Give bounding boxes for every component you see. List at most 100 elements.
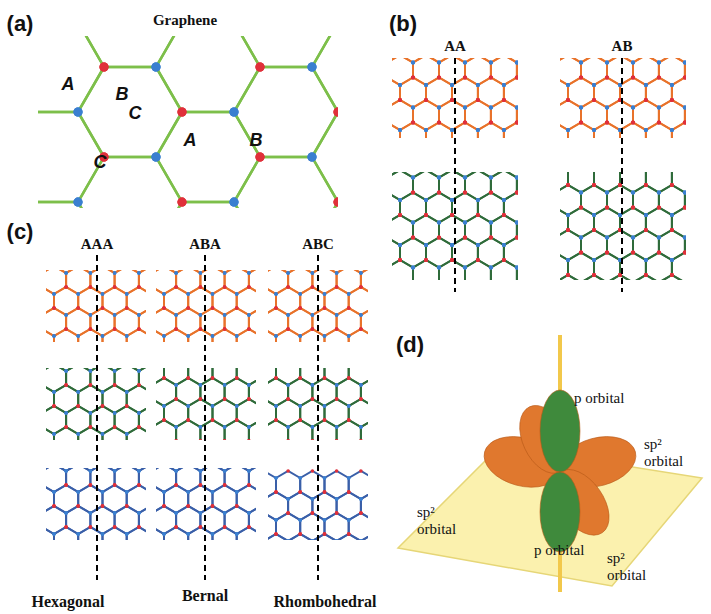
atom-dot — [683, 206, 686, 210]
atom-dot — [286, 511, 290, 515]
hexagon — [249, 506, 256, 534]
atom-dot — [347, 476, 351, 480]
atom-dot — [52, 504, 56, 508]
atom-dot — [101, 390, 105, 394]
atom-dot — [489, 106, 493, 110]
atom-dot — [162, 334, 166, 338]
atom-dot — [235, 418, 239, 422]
atom-dot — [489, 61, 493, 65]
atom-dot — [211, 376, 215, 380]
atom-dot — [274, 518, 278, 522]
hexagon — [188, 527, 212, 540]
atom-dot — [298, 376, 302, 380]
hexagon — [115, 270, 139, 294]
atom-dot — [113, 411, 117, 415]
atom-dot — [223, 483, 227, 487]
atom-dot — [323, 404, 327, 408]
atom-dot — [311, 327, 315, 331]
atom-dot — [125, 504, 129, 508]
atom-dot — [670, 83, 674, 87]
atom-dot — [76, 432, 80, 436]
atom-dot — [286, 497, 290, 501]
atom-dot — [274, 476, 278, 480]
atom-dot — [411, 236, 415, 240]
hexagon — [560, 275, 581, 280]
atom-dot — [74, 198, 83, 207]
atom-dot — [424, 98, 428, 102]
atom-dot — [186, 532, 190, 536]
atom-dot — [247, 483, 251, 487]
atom-dot — [335, 497, 339, 501]
atom-dot — [359, 497, 363, 501]
atom-dot — [515, 106, 518, 110]
atom-dot — [230, 198, 239, 207]
atom-dot — [235, 292, 239, 296]
atom-dot — [592, 128, 596, 132]
hexagon — [517, 260, 518, 280]
hexagon — [607, 58, 633, 85]
atom-dot — [311, 425, 315, 429]
atom-dot — [308, 153, 317, 162]
hexagon — [176, 468, 200, 492]
atom-dot — [162, 292, 166, 296]
atom-dot — [359, 271, 363, 275]
atom-dot — [137, 411, 141, 415]
atom-dot — [644, 213, 648, 217]
atom-dot — [137, 313, 141, 317]
atom-dot — [186, 490, 190, 494]
atom-dot — [489, 221, 493, 225]
atom-dot — [347, 306, 351, 310]
atom-dot — [347, 334, 351, 338]
hexagon — [66, 468, 90, 492]
atom-dot — [450, 213, 454, 217]
atom-dot — [631, 121, 635, 125]
atom-dot — [64, 411, 68, 415]
atom-dot — [450, 258, 454, 262]
atom-dot — [174, 425, 178, 429]
atom-dot — [211, 532, 215, 536]
atom-dot — [463, 236, 467, 240]
atom-dot — [683, 236, 686, 240]
hexagon — [54, 329, 78, 342]
atom-dot — [359, 383, 363, 387]
atom-dot — [323, 518, 327, 522]
atom-dot — [52, 504, 56, 508]
atom-dot — [174, 511, 178, 515]
hexagon — [78, 36, 182, 67]
atom-dot — [411, 61, 415, 65]
atom-dot — [605, 121, 609, 125]
atom-dot — [298, 418, 302, 422]
atom-dot — [137, 469, 141, 473]
atom-dot — [64, 469, 68, 473]
hexagon — [164, 527, 188, 540]
atom-dot — [476, 83, 480, 87]
hexagon — [38, 202, 104, 208]
atom-dot — [463, 221, 467, 225]
atom-dot — [311, 511, 315, 515]
atom-dot — [579, 121, 583, 125]
atom-dot — [74, 108, 83, 117]
hexagon — [392, 215, 413, 245]
atom-dot — [113, 285, 117, 289]
atom-dot — [683, 121, 686, 125]
atom-dot — [89, 271, 93, 275]
atom-dot — [223, 313, 227, 317]
atom-dot — [89, 469, 93, 473]
atom-dot — [579, 76, 583, 80]
atom-dot — [424, 83, 428, 87]
atom-dot — [178, 108, 187, 117]
atom-dot — [347, 490, 351, 494]
atom-dot — [502, 213, 506, 217]
atom-dot — [199, 383, 203, 387]
atom-dot — [223, 511, 227, 515]
atom-dot — [579, 191, 583, 195]
atom-dot — [235, 306, 239, 310]
hexagon — [78, 67, 182, 157]
atom-dot — [347, 418, 351, 422]
atom-dot — [670, 258, 674, 262]
atom-dot — [359, 327, 363, 331]
graphene-lattice — [38, 36, 338, 208]
atom-dot — [286, 397, 290, 401]
atom-dot — [174, 511, 178, 515]
atom-dot — [437, 236, 441, 240]
